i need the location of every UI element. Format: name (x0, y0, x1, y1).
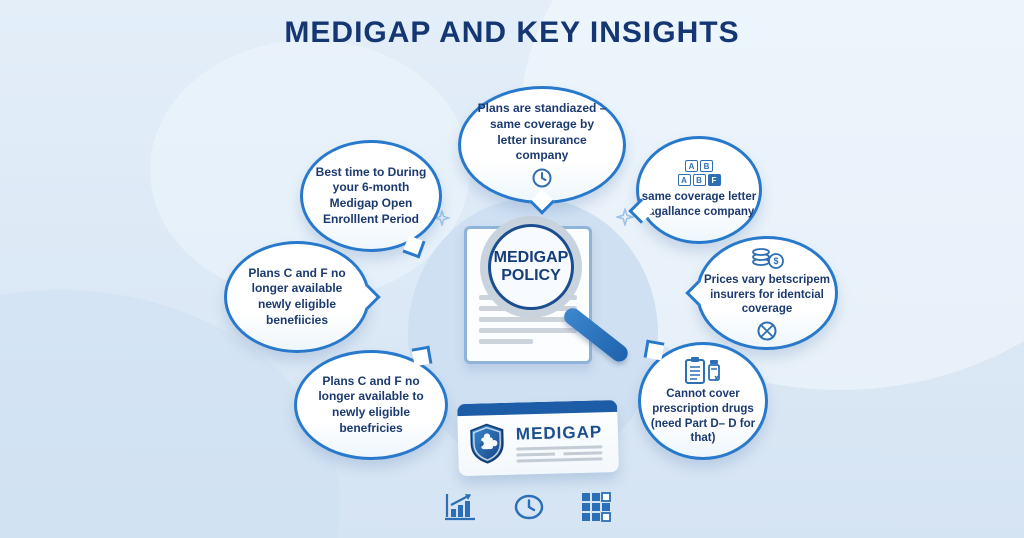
document-text-line (479, 328, 577, 333)
bubble-text: Prices vary betscripem insurers for iden… (704, 273, 830, 316)
clock-icon (514, 494, 544, 520)
letter-block: A (685, 160, 698, 173)
bubble-best-time: Best time to During your 6-month Medigap… (300, 140, 442, 259)
coins-dollar-icon: $ (752, 247, 784, 269)
document-text-line (479, 339, 533, 344)
letter-block: B (700, 160, 713, 173)
page-title: MEDIGAP AND KEY INSIGHTS (284, 16, 740, 49)
circle-cross-icon (757, 321, 777, 341)
bubble-tail (411, 345, 433, 367)
bubble-plans-standardized: Plans are standiazed – same coverage by … (458, 86, 626, 215)
bubble-tail (402, 235, 426, 259)
magnifier-lens: MEDIGAP POLICY (488, 224, 574, 310)
bubble-plans-cf-available: Plans C and F no longer available newly … (224, 241, 381, 353)
clock-icon (532, 168, 552, 188)
shield-puzzle-icon (470, 423, 504, 464)
bubble-text: Plans C and F no longer available newly … (248, 265, 346, 327)
dollar-symbol: $ (773, 256, 778, 266)
lens-label: MEDIGAP POLICY (493, 249, 569, 284)
bubble-plans-cf-eligible: Plans C and F no longer available to new… (294, 345, 448, 460)
letter-block: B (692, 174, 706, 187)
card-title: MEDIGAP (515, 422, 603, 444)
bar-chart-icon (445, 494, 475, 521)
bubble-no-prescription-coverage: Cannot cover prescription drugs (need Pa… (638, 339, 768, 460)
bubble-same-coverage: A B A B F same coverage letter ragallanc… (628, 136, 762, 244)
bubble-text: Plans are standiazed – same coverage by … (477, 101, 607, 163)
bubble-text: same coverage letter ragallance company (641, 191, 757, 218)
bubble-text: Cannot cover prescription drugs (need Pa… (650, 387, 756, 445)
clipboard-prescription-icon (685, 356, 720, 384)
bubble-prices-vary: $ Prices vary betscripem insurers for id… (685, 236, 838, 350)
letter-block: F (707, 174, 721, 187)
grid-icon (582, 492, 611, 522)
document-text-line (479, 317, 577, 322)
bubble-text: Plans C and F no longer available to new… (318, 373, 424, 435)
bubble-tail (643, 339, 665, 361)
letter-block: A (677, 174, 691, 187)
footer-icon-row (443, 492, 611, 522)
card-text-lines (516, 445, 603, 463)
letter-blocks-icon: A B A B F (677, 160, 721, 187)
bubble-text: Best time to During your 6-month Medigap… (315, 164, 427, 226)
medigap-card: MEDIGAP (457, 399, 619, 477)
